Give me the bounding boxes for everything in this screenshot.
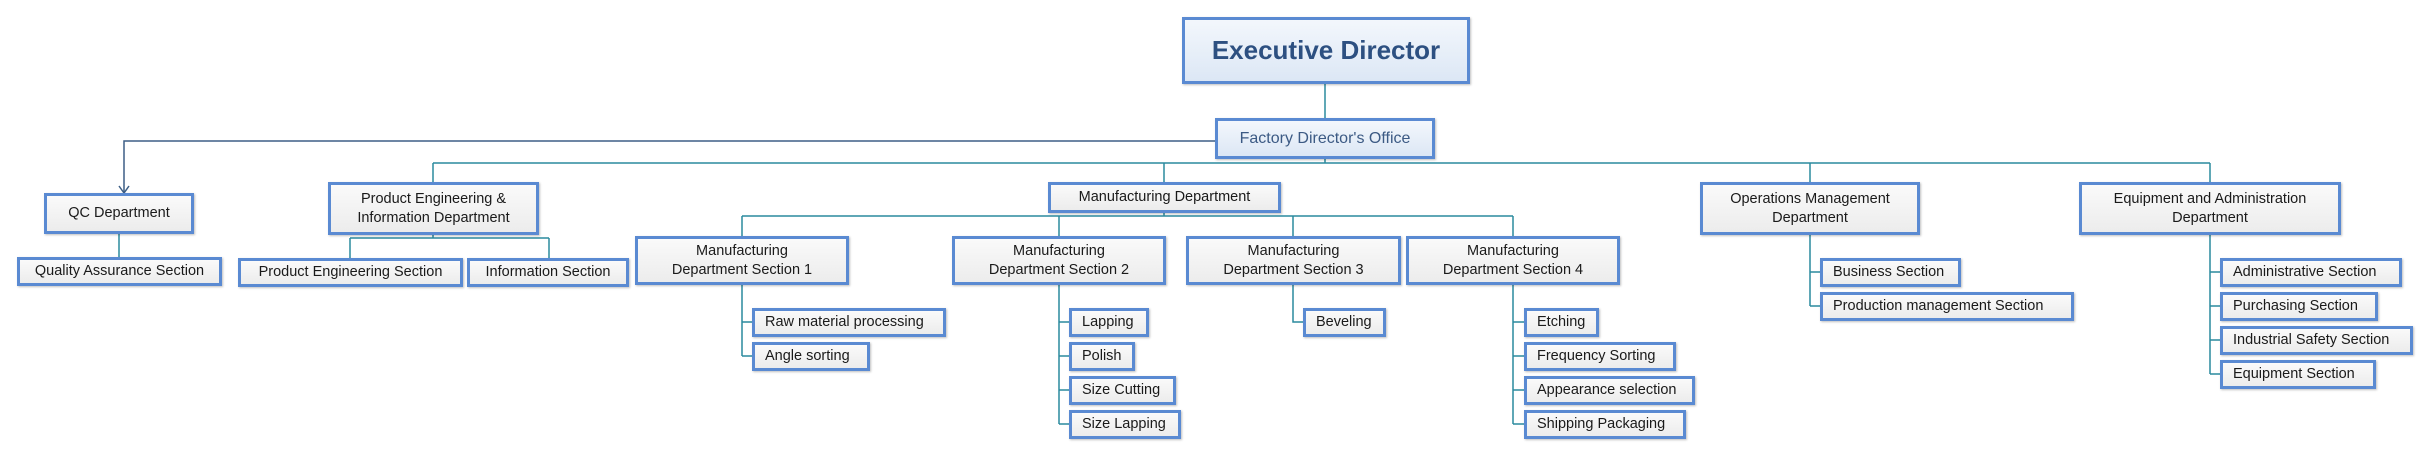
product-engineering-department-node[interactable]: Product Engineering & Information Depart… — [328, 182, 539, 235]
qc-department-node[interactable]: QC Department — [44, 193, 194, 234]
size-cutting-node[interactable]: Size Cutting — [1069, 376, 1176, 405]
size-lapping-node[interactable]: Size Lapping — [1069, 410, 1181, 439]
frequency-sorting-node[interactable]: Frequency Sorting — [1524, 342, 1676, 371]
equipment-administration-department-node[interactable]: Equipment and Administration Department — [2079, 182, 2341, 235]
production-management-section-node[interactable]: Production management Section — [1820, 292, 2074, 321]
mfg-section-1-node[interactable]: Manufacturing Department Section 1 — [635, 236, 849, 285]
manufacturing-department-node[interactable]: Manufacturing Department — [1048, 182, 1281, 213]
factory-directors-office-node[interactable]: Factory Director's Office — [1215, 118, 1435, 159]
mfg-section-4-node[interactable]: Manufacturing Department Section 4 — [1406, 236, 1620, 285]
product-engineering-section-node[interactable]: Product Engineering Section — [238, 258, 463, 287]
etching-node[interactable]: Etching — [1524, 308, 1599, 337]
appearance-selection-node[interactable]: Appearance selection — [1524, 376, 1695, 405]
administrative-section-node[interactable]: Administrative Section — [2220, 258, 2402, 287]
polish-node[interactable]: Polish — [1069, 342, 1135, 371]
purchasing-section-node[interactable]: Purchasing Section — [2220, 292, 2378, 321]
angle-sorting-node[interactable]: Angle sorting — [752, 342, 870, 371]
mfg-section-2-node[interactable]: Manufacturing Department Section 2 — [952, 236, 1166, 285]
lapping-node[interactable]: Lapping — [1069, 308, 1149, 337]
quality-assurance-section-node[interactable]: Quality Assurance Section — [17, 257, 222, 286]
shipping-packaging-node[interactable]: Shipping Packaging — [1524, 410, 1686, 439]
equipment-section-node[interactable]: Equipment Section — [2220, 360, 2376, 389]
raw-material-processing-node[interactable]: Raw material processing — [752, 308, 946, 337]
operations-management-department-node[interactable]: Operations Management Department — [1700, 182, 1920, 235]
business-section-node[interactable]: Business Section — [1820, 258, 1961, 287]
beveling-node[interactable]: Beveling — [1303, 308, 1386, 337]
industrial-safety-section-node[interactable]: Industrial Safety Section — [2220, 326, 2413, 355]
information-section-node[interactable]: Information Section — [467, 258, 629, 287]
mfg-section-3-node[interactable]: Manufacturing Department Section 3 — [1186, 236, 1401, 285]
executive-director-node[interactable]: Executive Director — [1182, 17, 1470, 84]
